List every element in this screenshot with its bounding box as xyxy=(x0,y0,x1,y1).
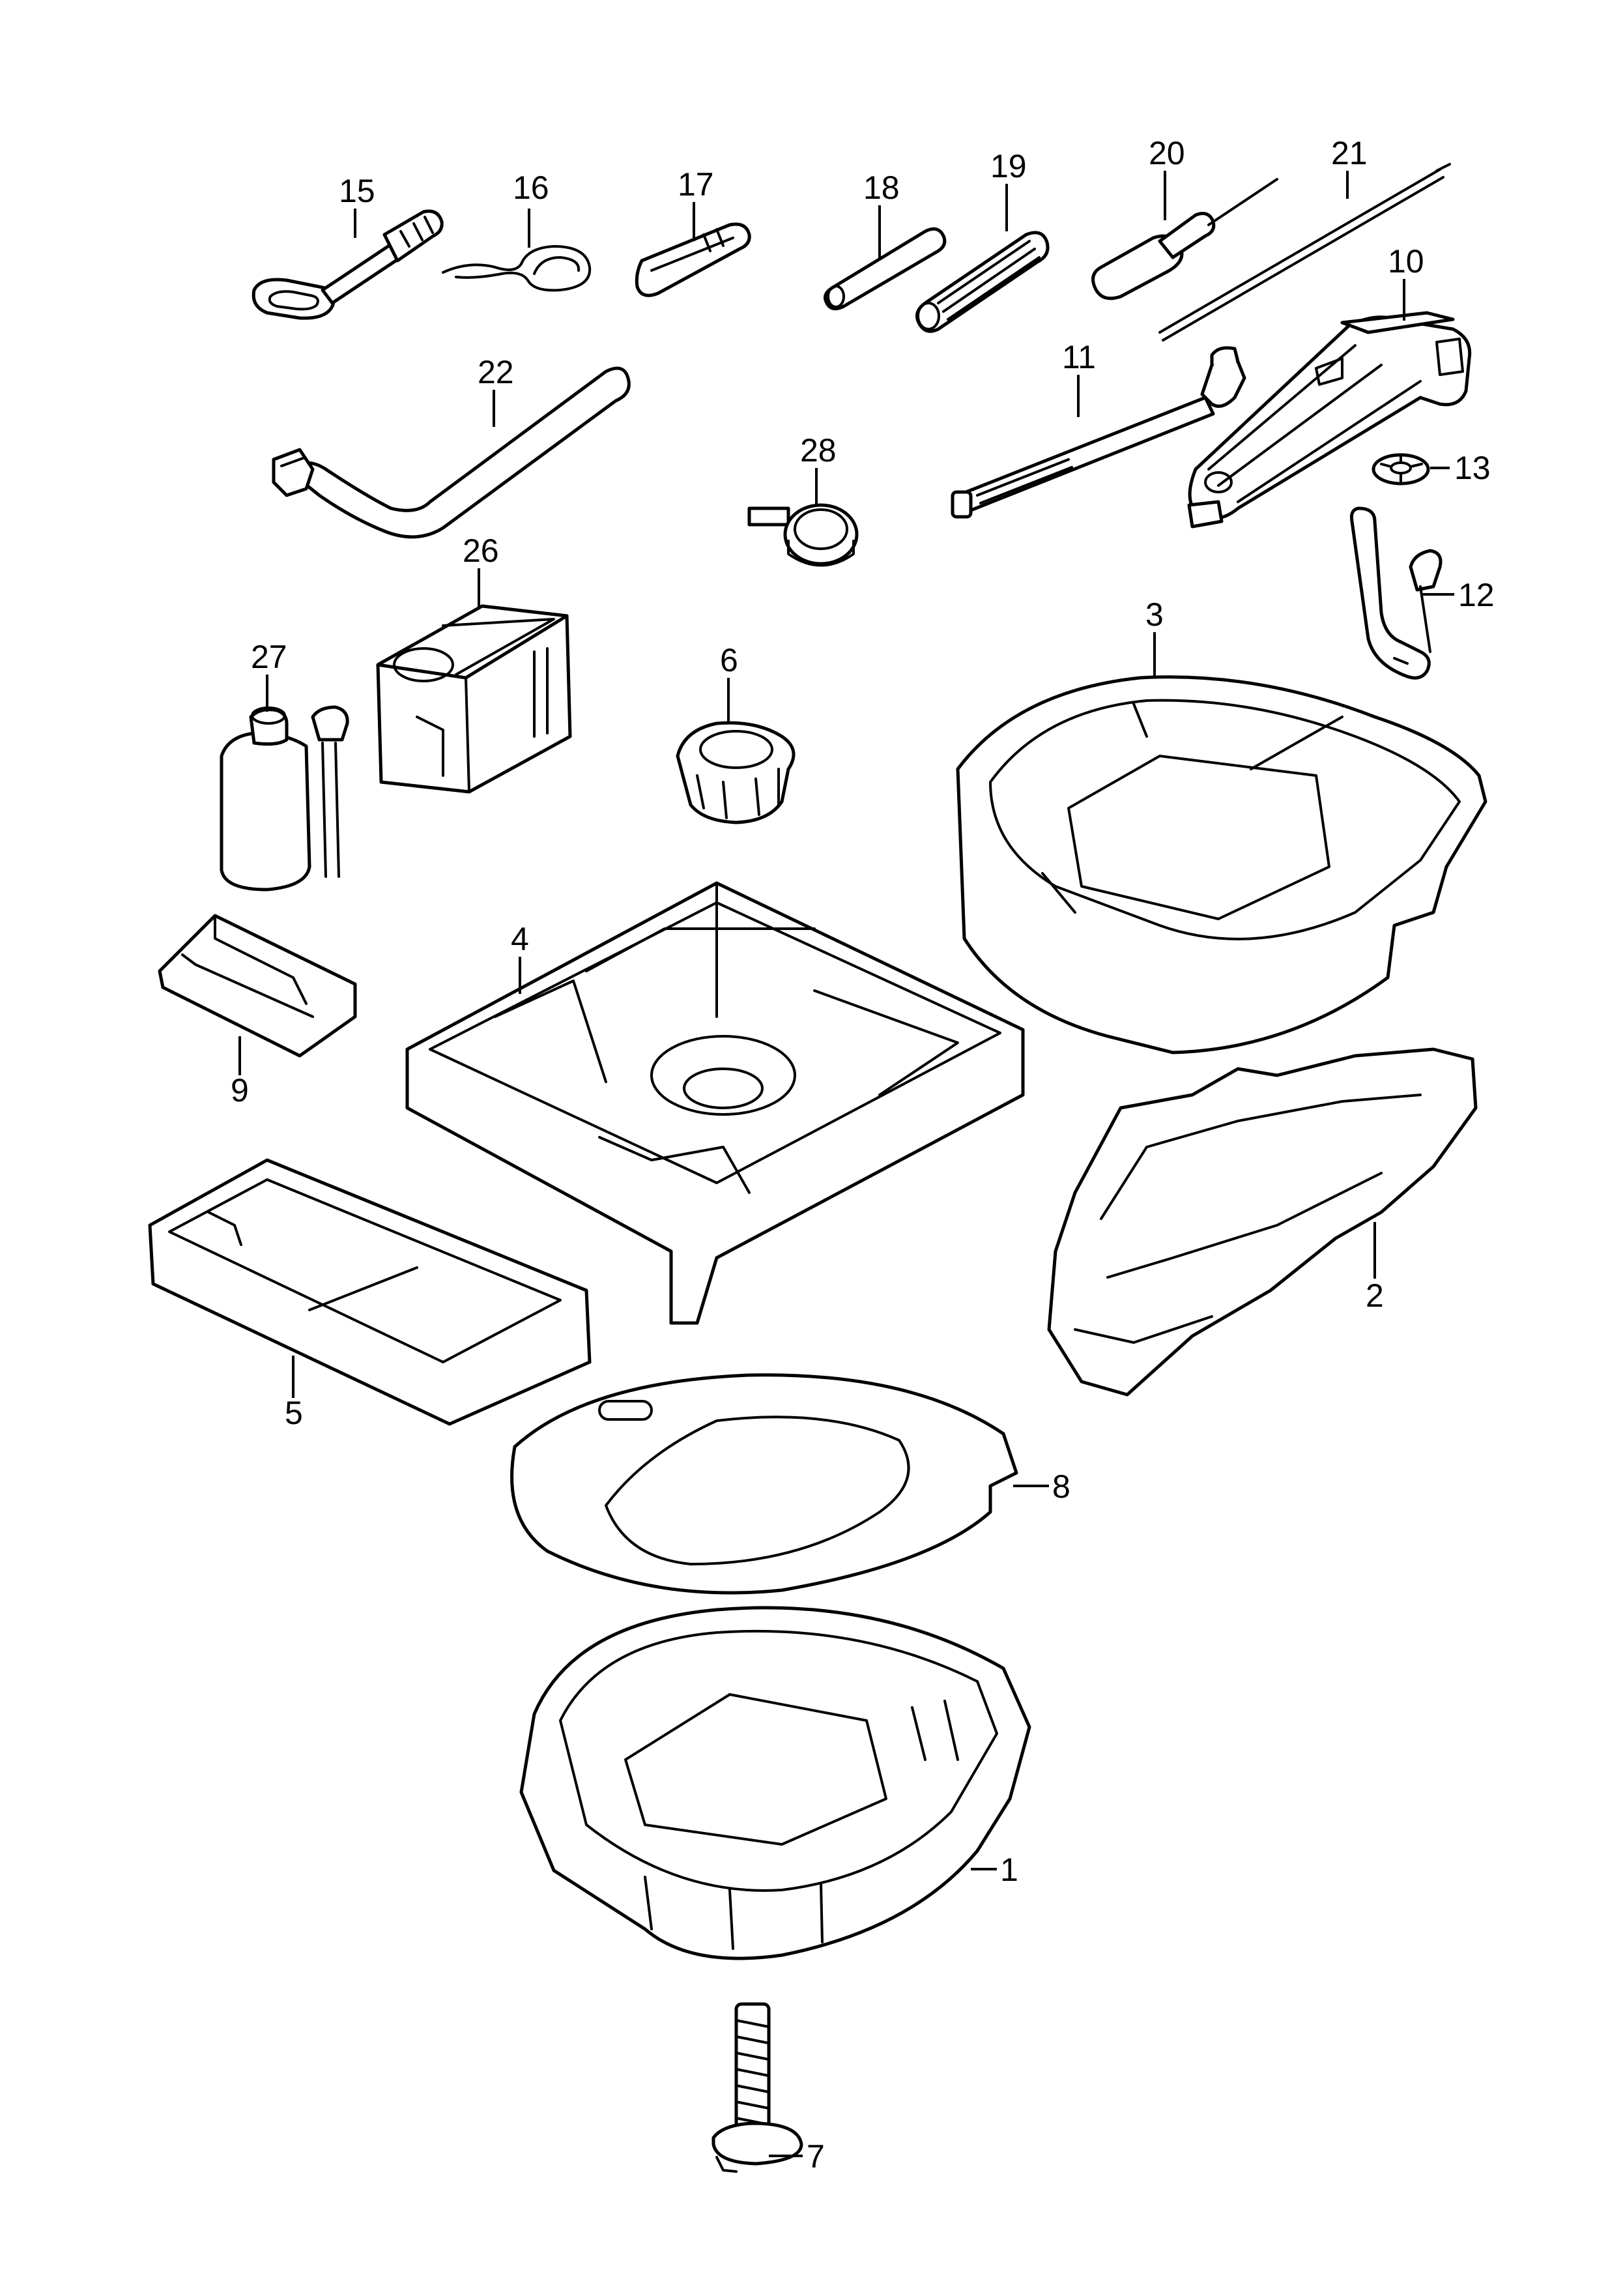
callout-labels: 15 16 17 18 19 20 21 10 11 22 28 13 26 1… xyxy=(231,135,1495,2175)
part-5-tray xyxy=(148,1158,592,1426)
callout-16: 16 xyxy=(513,169,549,206)
callout-20: 20 xyxy=(1149,135,1185,171)
part-10-scissor-jack xyxy=(1187,311,1472,529)
callout-27: 27 xyxy=(251,639,287,675)
part-12-strap xyxy=(1350,506,1443,680)
part-15-towing-eye xyxy=(251,209,444,320)
callout-4: 4 xyxy=(511,921,529,957)
part-19-socket xyxy=(915,231,1050,333)
callout-19: 19 xyxy=(990,148,1027,184)
callout-3: 3 xyxy=(1145,596,1164,633)
callout-6: 6 xyxy=(720,642,738,678)
callout-10: 10 xyxy=(1388,243,1424,280)
callout-28: 28 xyxy=(800,432,837,469)
callout-26: 26 xyxy=(463,532,499,569)
part-21-rod xyxy=(1158,163,1451,341)
part-26-compressor-box xyxy=(376,604,572,794)
part-22-bent-bar xyxy=(272,366,631,539)
callout-8: 8 xyxy=(1052,1468,1070,1505)
part-17-clip-tool xyxy=(635,222,751,297)
part-8-mat xyxy=(510,1373,1018,1595)
leader-lines xyxy=(238,171,1454,2157)
part-2-side-foam xyxy=(1047,1047,1478,1397)
callout-21: 21 xyxy=(1331,135,1368,171)
part-11-lug-wrench xyxy=(951,346,1246,519)
part-28-pressure-gauge xyxy=(747,503,859,567)
part-20-screwdriver xyxy=(1091,178,1278,300)
part-13-washer xyxy=(1372,453,1430,486)
part-1-foam-insert xyxy=(519,1606,1031,1960)
part-18-pin xyxy=(824,227,947,311)
callout-12: 12 xyxy=(1458,577,1495,613)
callout-1: 1 xyxy=(1000,1852,1018,1888)
part-6-star-knob xyxy=(676,721,796,824)
part-9-pad xyxy=(158,914,357,1058)
part-7-bolt xyxy=(711,2002,803,2173)
callout-2: 2 xyxy=(1366,1277,1384,1314)
callout-22: 22 xyxy=(478,354,514,390)
part-16-spring-clip xyxy=(442,245,592,292)
callout-15: 15 xyxy=(339,173,375,209)
callout-7: 7 xyxy=(807,2138,825,2175)
callout-9: 9 xyxy=(231,1072,249,1109)
callout-13: 13 xyxy=(1454,450,1491,486)
part-4-tray xyxy=(405,881,1025,1325)
callout-5: 5 xyxy=(285,1395,303,1431)
part-3-foam-insert xyxy=(956,675,1487,1054)
callout-11: 11 xyxy=(1062,339,1096,375)
part-27-sealant-bottle xyxy=(220,705,349,892)
callout-18: 18 xyxy=(863,169,900,206)
callout-17: 17 xyxy=(678,166,714,203)
